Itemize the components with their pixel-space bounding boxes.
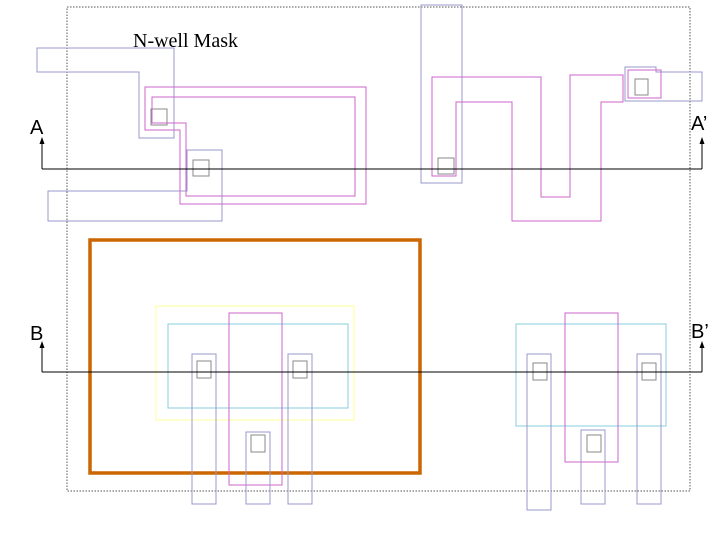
poly-shape-left-inner — [151, 96, 356, 197]
section-label-a: A — [30, 117, 44, 139]
section-label-a-prime: A’ — [691, 113, 707, 135]
nwell-mask-title: N-well Mask — [133, 30, 238, 52]
die-boundary — [66, 6, 691, 492]
metal-wire-top-right — [624, 66, 703, 102]
poly-gate-left — [228, 312, 283, 486]
contact-top-3 — [437, 157, 455, 175]
contact-top-2 — [192, 159, 210, 177]
active-region-left — [167, 323, 349, 409]
nwell-region — [88, 238, 422, 475]
metal-wire-top-left — [36, 47, 175, 139]
contact-bl-3 — [250, 434, 266, 453]
metal-gate-right — [580, 429, 606, 505]
contact-top-4 — [634, 78, 649, 96]
poly-shape-right-contact — [627, 69, 662, 99]
section-label-b-prime: B’ — [691, 321, 709, 343]
active-region-right — [515, 323, 667, 427]
poly-shape-left — [144, 86, 367, 205]
poly-shape-right — [431, 74, 624, 222]
section-line-a — [39, 137, 705, 170]
contact-bl-1 — [196, 360, 212, 379]
contact-top-1 — [150, 108, 168, 126]
metal-source-right — [526, 353, 552, 511]
metal-drain-right — [636, 353, 662, 505]
metal-wire-mid-left — [47, 149, 223, 222]
metal-source-left — [191, 353, 217, 505]
metal-wire-top-center — [420, 4, 463, 184]
section-label-b: B — [30, 323, 43, 345]
section-line-b — [39, 341, 705, 373]
contact-br-3 — [586, 434, 602, 453]
select-region-left — [155, 305, 355, 421]
metal-gate-left — [245, 431, 271, 505]
contact-bl-2 — [292, 360, 308, 379]
poly-gate-right — [564, 312, 619, 463]
metal-drain-left — [287, 353, 313, 505]
